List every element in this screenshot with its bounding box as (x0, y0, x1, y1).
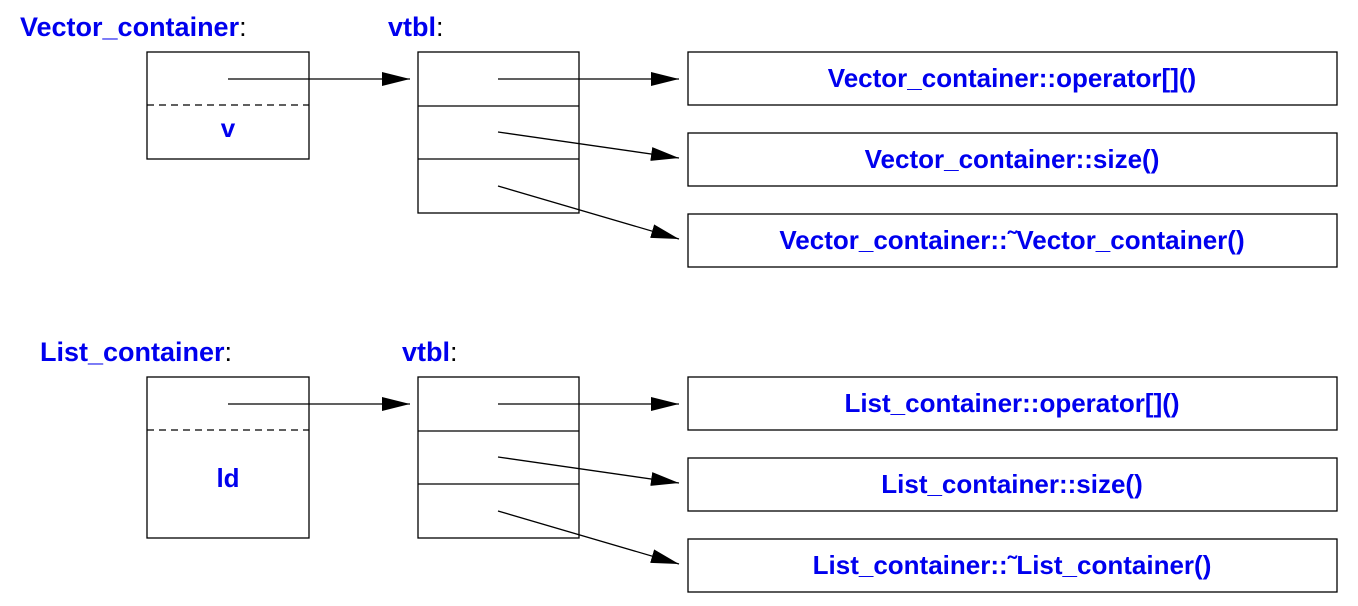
vector-function-label: Vector_container::˜Vector_container() (779, 225, 1244, 255)
list-vtbl-box (417, 376, 580, 539)
list-function-box (687, 538, 1338, 593)
vector-slot-arrow (497, 131, 680, 161)
vector-vtbl-title: vtbl: (388, 12, 444, 42)
list-function-label: List_container::˜List_container() (813, 550, 1212, 580)
vector-function-box (687, 132, 1338, 187)
vector-vtbl-box (417, 51, 580, 214)
vector-function-label: Vector_container::size() (865, 144, 1160, 174)
list-function-label: List_container::size() (881, 469, 1143, 499)
vector-function-box (687, 51, 1338, 106)
vector-object-name: Vector_container (20, 12, 240, 42)
list-member-label: ld (216, 463, 239, 493)
vector-vtbl-colon: : (436, 12, 444, 42)
vector-slot-arrow (497, 185, 680, 240)
list-slot-arrow (497, 510, 680, 565)
vector-function-label: Vector_container::operator[]() (828, 63, 1196, 93)
list-slot-arrow (497, 456, 680, 486)
vector-function-box (687, 213, 1338, 268)
list-function-label: List_container::operator[]() (844, 388, 1179, 418)
list-vtbl-title: vtbl: (402, 337, 458, 367)
list-function-box (687, 457, 1338, 512)
list-function-box (687, 376, 1338, 431)
list-object-box (146, 376, 310, 539)
list-object-title: List_container: (40, 337, 232, 367)
list-vtbl-colon: : (450, 337, 458, 367)
vector-vtbl-name: vtbl (388, 12, 436, 42)
list-vtbl-name: vtbl (402, 337, 450, 367)
list-object-name: List_container (40, 337, 225, 367)
vector-member-label: v (221, 113, 236, 143)
vector-object-colon: : (239, 12, 247, 42)
list-section: List_container: ld vtbl: List_container:… (40, 337, 1338, 593)
vector-object-title: Vector_container: (20, 12, 247, 42)
list-object-colon: : (225, 337, 233, 367)
vector-section: Vector_container: v vtbl: Vector_contain… (20, 12, 1338, 268)
